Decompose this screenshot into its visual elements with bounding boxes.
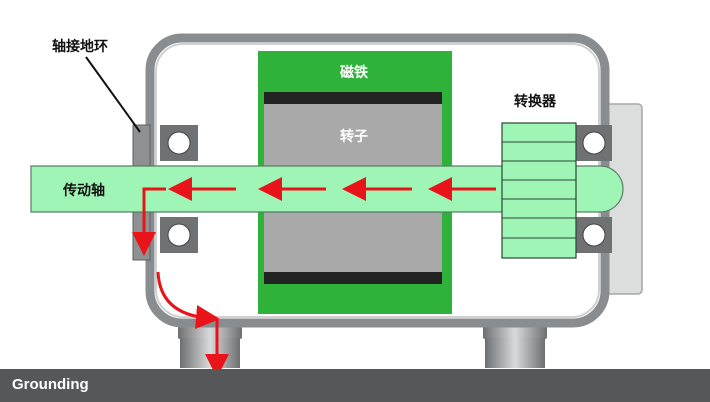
grounding-ring-label: 轴接地环 xyxy=(52,39,108,55)
bearing-left-bottom xyxy=(160,217,198,253)
bearing-left-top xyxy=(160,125,198,161)
caption-bar: Grounding xyxy=(0,369,710,402)
drive-shaft-label: 传动轴 xyxy=(63,183,105,199)
commutator-label: 转换器 xyxy=(514,94,556,110)
current-flow-arrow xyxy=(156,271,220,329)
bearing-right-top xyxy=(576,125,612,161)
magnet-label: 磁铁 xyxy=(340,65,368,81)
grounding-ring-leader xyxy=(85,56,141,133)
current-flow-arrow xyxy=(132,187,166,256)
rotor-label: 转子 xyxy=(340,129,368,145)
commutator xyxy=(501,122,577,259)
current-flow-arrows xyxy=(132,177,496,378)
bearing-right-bottom xyxy=(576,217,612,253)
caption-text: Grounding xyxy=(12,376,89,393)
